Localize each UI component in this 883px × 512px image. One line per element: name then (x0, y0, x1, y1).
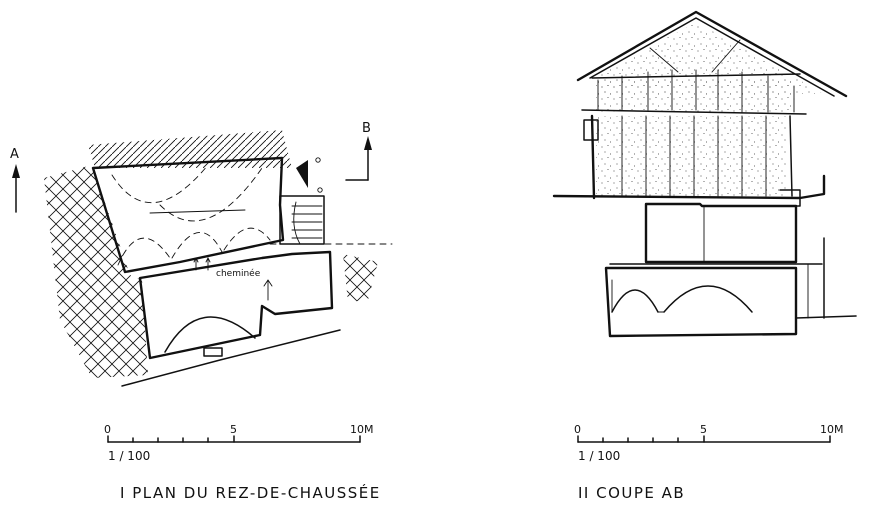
terrain-hatch-left (44, 165, 148, 378)
section-arrow-b-icon: B (345, 121, 372, 181)
vault-arc-4 (171, 232, 223, 259)
plan-scale-tick-10: 10M (350, 423, 374, 436)
plan-scale-ratio: 1 / 100 (108, 449, 150, 463)
fireplace-arrow-icon (263, 279, 273, 301)
right-ground (795, 315, 857, 319)
fireplace-label: cheminée (216, 268, 261, 279)
staircase (279, 195, 325, 245)
gable-infill (596, 22, 824, 94)
terrain-hatch-top (88, 130, 292, 168)
main-posts (621, 115, 767, 197)
balcony-bracket (583, 119, 599, 141)
section-scale-bar: 0 5 10M 1 / 100 (574, 423, 844, 463)
vault-ridge (149, 209, 246, 214)
lower-vault-1 (611, 289, 659, 313)
plan-scale-bar: 0 5 10M 1 / 100 (104, 423, 374, 463)
main-wall-left (590, 114, 596, 200)
stair-treads (291, 205, 323, 239)
door-south (203, 347, 223, 357)
lower-vault-arc (164, 316, 256, 353)
stair-stringer (293, 201, 301, 245)
plan-scale-tick-5: 5 (230, 423, 237, 436)
section-scale-tick-10: 10M (820, 423, 844, 436)
plan-caption: I PLAN DU REZ-DE-CHAUSSÉE (120, 483, 381, 502)
roof-outline (576, 10, 848, 98)
vaulted-room-upper (91, 156, 285, 274)
upper-floor-beam (581, 109, 807, 115)
plan-ground-line (121, 329, 341, 387)
main-wall-fill (596, 116, 786, 196)
section-b-label: B (362, 121, 371, 136)
lower-room (604, 266, 798, 338)
vault-arc-2 (159, 167, 263, 222)
section-scale-tick-5: 5 (700, 423, 707, 436)
lower-vault-2 (663, 285, 753, 313)
passage-arrows (193, 257, 211, 271)
section-caption: II COUPE AB (578, 484, 685, 502)
lower-room-inner (611, 279, 665, 313)
section-scale-tick-0: 0 (574, 423, 581, 436)
roof-inner (589, 17, 835, 97)
section-a-label: A (10, 147, 19, 162)
middle-room (644, 202, 798, 264)
vaulted-room-lower (138, 250, 334, 360)
section-scale-ratio: 1 / 100 (578, 449, 620, 463)
upper-posts (597, 69, 795, 113)
vault-arc-1 (111, 164, 209, 203)
entry-marker (296, 160, 308, 188)
point-marker (315, 157, 321, 163)
ground-line-upper (552, 174, 826, 200)
main-wall-right (789, 115, 793, 197)
ground-floor-plan: cheminée A B 0 5 10M 1 / 100 (10, 121, 393, 502)
section-ab: 0 5 10M 1 / 100 II COUPE AB (552, 10, 857, 502)
section-arrow-a-icon: A (10, 147, 20, 213)
vault-arc-3 (117, 237, 171, 266)
point-marker-2 (317, 187, 323, 193)
terrain-hatch-right (343, 254, 378, 302)
plan-scale-tick-0: 0 (104, 423, 111, 436)
